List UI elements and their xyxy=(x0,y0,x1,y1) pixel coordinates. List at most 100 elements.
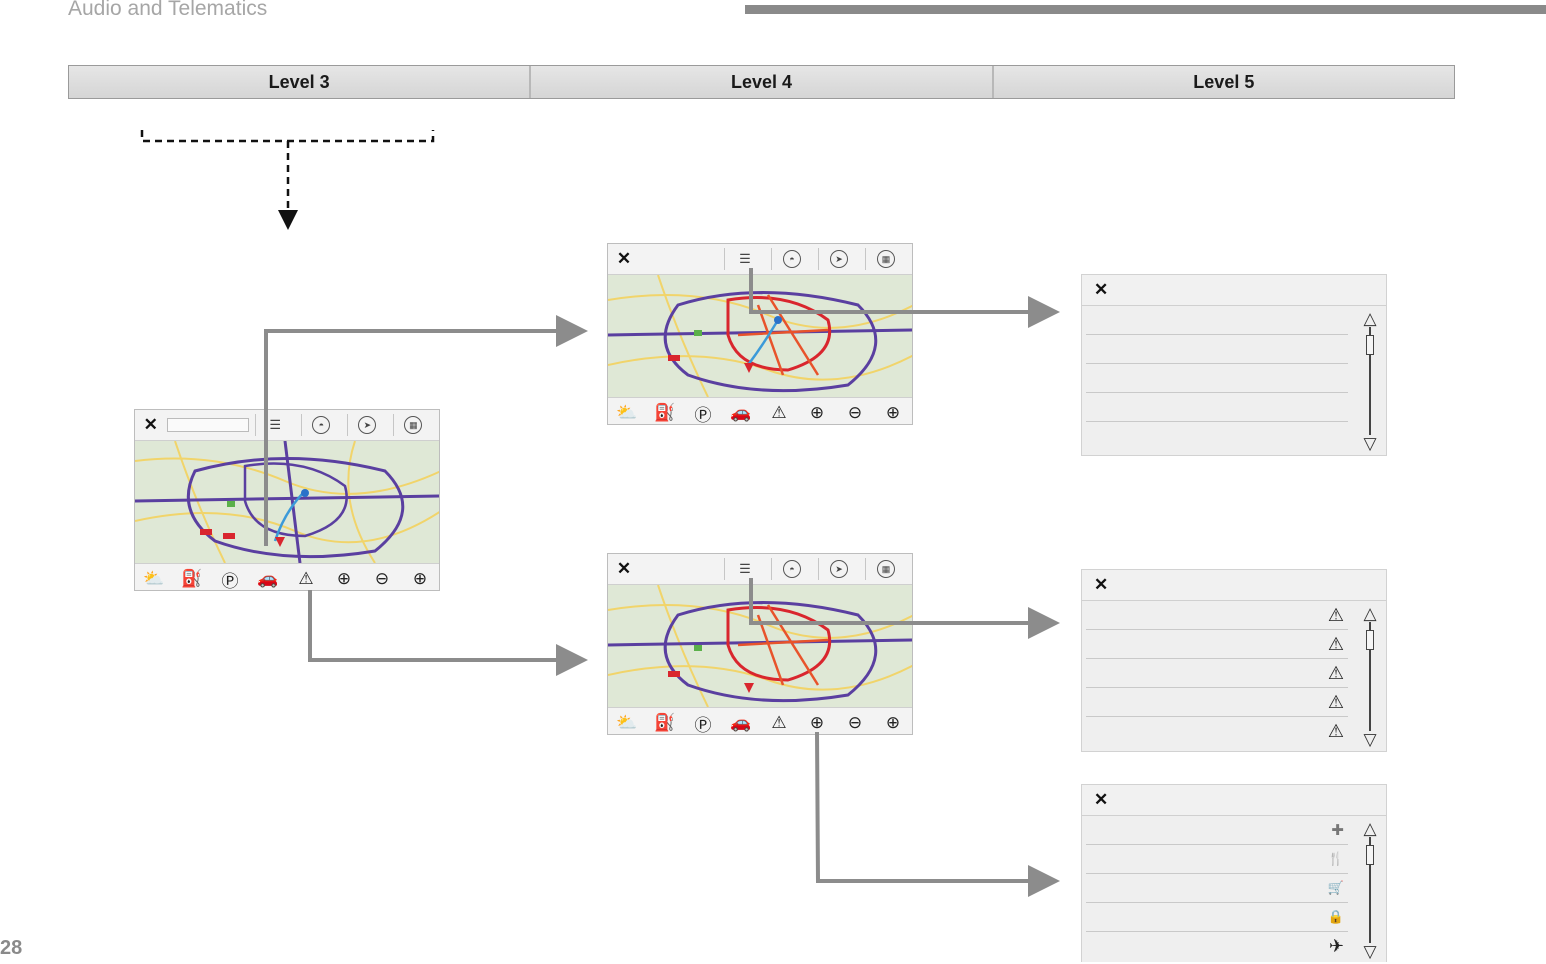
restaurant-icon: 🍴 xyxy=(1327,851,1344,866)
list-icon[interactable]: ☰ xyxy=(724,248,765,270)
map-view[interactable] xyxy=(135,441,439,563)
fuel-icon[interactable]: ⛽ xyxy=(181,569,203,588)
zoom-out-icon[interactable]: ⊖ xyxy=(847,713,863,732)
nav-screen-level3: ✕ ☰ ◓ ➤ ▦ ⛅ ⛽ Ⓟ 🚗 ⚠ ⊕ ⊖ xyxy=(134,409,440,591)
screen-bottom-bar: ⛅ ⛽ Ⓟ 🚗 ⚠ ⊕ ⊖ ⊕ xyxy=(608,397,912,425)
warning-icon[interactable]: ⚠ xyxy=(771,713,787,732)
shopping-icon: 🛒 xyxy=(1327,880,1344,895)
fuel-icon[interactable]: ⛽ xyxy=(654,713,676,732)
scroll-down-icon[interactable]: ▽ xyxy=(1363,730,1377,749)
destination-flag-icon[interactable]: ▦ xyxy=(865,248,906,270)
weather-icon[interactable]: ⛅ xyxy=(616,403,638,422)
connector-warning-to-level4-bottom xyxy=(308,590,588,676)
close-icon[interactable]: ✕ xyxy=(616,559,632,578)
nav-screen-level4-top: ✕ ☰ ◓ ➤ ▦ ⛅ ⛽ Ⓟ 🚗 ⚠ ⊕ ⊖ ⊕ xyxy=(607,243,913,425)
zoom-in-icon[interactable]: ⊕ xyxy=(885,713,901,732)
parking-icon[interactable]: Ⓟ xyxy=(694,715,712,735)
section-title: Audio and Telematics xyxy=(68,0,268,20)
list-panel-poi: ✕ ✚ 🍴 🛒 🔒 ✈ △ ▽ xyxy=(1081,784,1387,962)
garage-icon[interactable]: 🚗 xyxy=(257,569,279,588)
search-field[interactable] xyxy=(166,418,249,432)
screen-bottom-bar: ⛅ ⛽ Ⓟ 🚗 ⚠ ⊕ ⊖ ⊕ xyxy=(135,563,439,591)
panel-header: ✕ xyxy=(1082,275,1386,306)
nav-screen-level4-bottom: ✕ ☰ ◓ ➤ ▦ ⛅ ⛽ Ⓟ 🚗 ⚠ ⊕ ⊖ ⊕ xyxy=(607,553,913,735)
close-icon[interactable]: ✕ xyxy=(1094,790,1109,809)
garage-icon[interactable]: 🚗 xyxy=(730,403,752,422)
scrollbar[interactable]: △ ▽ xyxy=(1362,820,1378,960)
list-item[interactable]: 🛒 xyxy=(1086,874,1348,903)
list-item[interactable]: ⚠ xyxy=(1086,630,1348,659)
close-icon[interactable]: ✕ xyxy=(1094,575,1109,594)
list-panel-warnings: ✕ ⚠ ⚠ ⚠ ⚠ ⚠ △ ▽ xyxy=(1081,569,1387,752)
list-item[interactable]: ⚠ xyxy=(1086,717,1348,746)
page-number: 28 xyxy=(0,937,23,959)
speed-camera-icon[interactable]: ◓ xyxy=(300,414,341,436)
scroll-up-icon[interactable]: △ xyxy=(1363,819,1377,838)
close-icon[interactable]: ✕ xyxy=(616,249,632,268)
list-item[interactable]: ⚠ xyxy=(1086,659,1348,688)
level-4-header: Level 4 xyxy=(531,66,994,98)
add-poi-icon[interactable]: ⊕ xyxy=(809,403,825,422)
navigation-arrow-icon[interactable]: ➤ xyxy=(818,248,859,270)
warning-icon: ⚠ xyxy=(1327,633,1344,654)
scroll-up-icon[interactable]: △ xyxy=(1363,604,1377,623)
warning-icon[interactable]: ⚠ xyxy=(771,403,787,422)
list-item[interactable]: ✈ xyxy=(1086,932,1348,961)
list-icon[interactable]: ☰ xyxy=(724,558,765,580)
add-poi-icon[interactable]: ⊕ xyxy=(809,713,825,732)
list-item[interactable] xyxy=(1086,422,1348,451)
fuel-icon[interactable]: ⛽ xyxy=(654,403,676,422)
list-icon[interactable]: ☰ xyxy=(254,414,295,436)
list-item[interactable]: ✚ xyxy=(1086,816,1348,845)
screen-toolbar: ✕ ☰ ◓ ➤ ▦ xyxy=(608,554,912,585)
scroll-thumb[interactable] xyxy=(1366,845,1374,865)
zoom-out-icon[interactable]: ⊖ xyxy=(847,403,863,422)
parking-icon[interactable]: Ⓟ xyxy=(694,405,712,425)
airport-icon: ✈ xyxy=(1328,936,1344,956)
zoom-out-icon[interactable]: ⊖ xyxy=(374,569,390,588)
scrollbar[interactable]: △ ▽ xyxy=(1362,310,1378,452)
list-panel-empty: ✕ △ ▽ xyxy=(1081,274,1387,456)
speed-camera-icon[interactable]: ◓ xyxy=(771,248,812,270)
list-item[interactable] xyxy=(1086,306,1348,335)
scroll-down-icon[interactable]: ▽ xyxy=(1363,942,1377,961)
speed-camera-icon[interactable]: ◓ xyxy=(771,558,812,580)
navigation-arrow-icon[interactable]: ➤ xyxy=(346,414,387,436)
level-3-header: Level 3 xyxy=(69,66,532,98)
map-view[interactable] xyxy=(608,275,912,397)
navigation-arrow-icon[interactable]: ➤ xyxy=(818,558,859,580)
list-item[interactable]: ⚠ xyxy=(1086,601,1348,630)
warning-icon: ⚠ xyxy=(1327,721,1344,741)
close-icon[interactable]: ✕ xyxy=(1094,280,1109,299)
destination-flag-icon[interactable]: ▦ xyxy=(392,414,433,436)
scrollbar[interactable]: △ ▽ xyxy=(1362,605,1378,748)
scroll-up-icon[interactable]: △ xyxy=(1363,309,1377,328)
list-item[interactable] xyxy=(1086,393,1348,422)
list-item[interactable]: ⚠ xyxy=(1086,688,1348,717)
header-rule xyxy=(745,5,1546,14)
weather-icon[interactable]: ⛅ xyxy=(143,569,165,588)
zoom-in-icon[interactable]: ⊕ xyxy=(885,403,901,422)
destination-flag-icon[interactable]: ▦ xyxy=(865,558,906,580)
list-item[interactable] xyxy=(1086,364,1348,393)
garage-icon[interactable]: 🚗 xyxy=(730,713,752,732)
map-view[interactable] xyxy=(608,585,912,707)
lock-icon: 🔒 xyxy=(1327,909,1344,924)
dashed-bracket xyxy=(140,130,435,143)
warning-icon: ⚠ xyxy=(1327,662,1344,683)
list-item[interactable]: 🍴 xyxy=(1086,845,1348,874)
list-item[interactable] xyxy=(1086,335,1348,364)
screen-bottom-bar: ⛅ ⛽ Ⓟ 🚗 ⚠ ⊕ ⊖ ⊕ xyxy=(608,707,912,735)
warning-icon[interactable]: ⚠ xyxy=(298,569,314,588)
weather-icon[interactable]: ⛅ xyxy=(616,713,638,732)
list-item[interactable]: 🔒 xyxy=(1086,903,1348,932)
zoom-in-icon[interactable]: ⊕ xyxy=(412,569,428,588)
scroll-down-icon[interactable]: ▽ xyxy=(1363,434,1377,453)
add-poi-icon[interactable]: ⊕ xyxy=(336,569,352,588)
panel-header: ✕ xyxy=(1082,785,1386,816)
scroll-thumb[interactable] xyxy=(1366,630,1374,650)
scroll-thumb[interactable] xyxy=(1366,335,1374,355)
warning-icon: ⚠ xyxy=(1327,604,1344,625)
parking-icon[interactable]: Ⓟ xyxy=(221,571,239,591)
close-icon[interactable]: ✕ xyxy=(143,415,158,434)
